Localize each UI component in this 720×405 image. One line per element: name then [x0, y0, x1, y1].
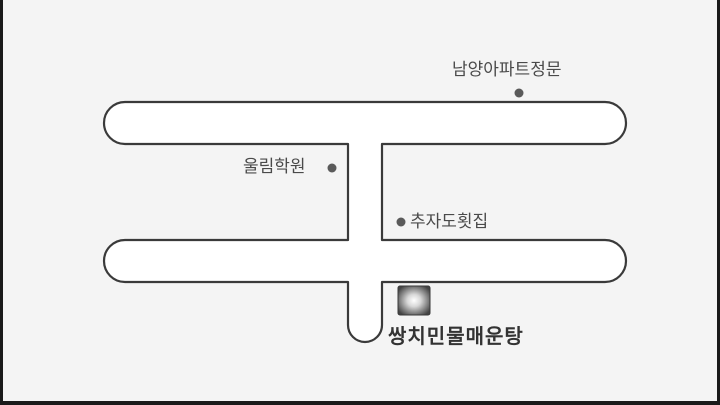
ullim-academy-dot	[327, 163, 337, 173]
road-network	[102, 100, 628, 344]
landmark-ullim-academy: 울림학원	[243, 157, 306, 177]
card-right-edge	[717, 0, 720, 405]
destination-label: 쌍치민물매운탕	[388, 324, 524, 348]
card-bottom-edge	[0, 401, 720, 405]
landmark-chuja-sashimi: 추자도횟집	[410, 212, 489, 232]
destination-square-marker	[397, 285, 431, 316]
card-left-edge	[0, 0, 3, 405]
landmark-namyang-apt-gate: 남양아파트정문	[452, 60, 562, 80]
namyang-apt-gate-dot	[514, 88, 524, 98]
chuja-sashimi-dot	[396, 217, 406, 227]
